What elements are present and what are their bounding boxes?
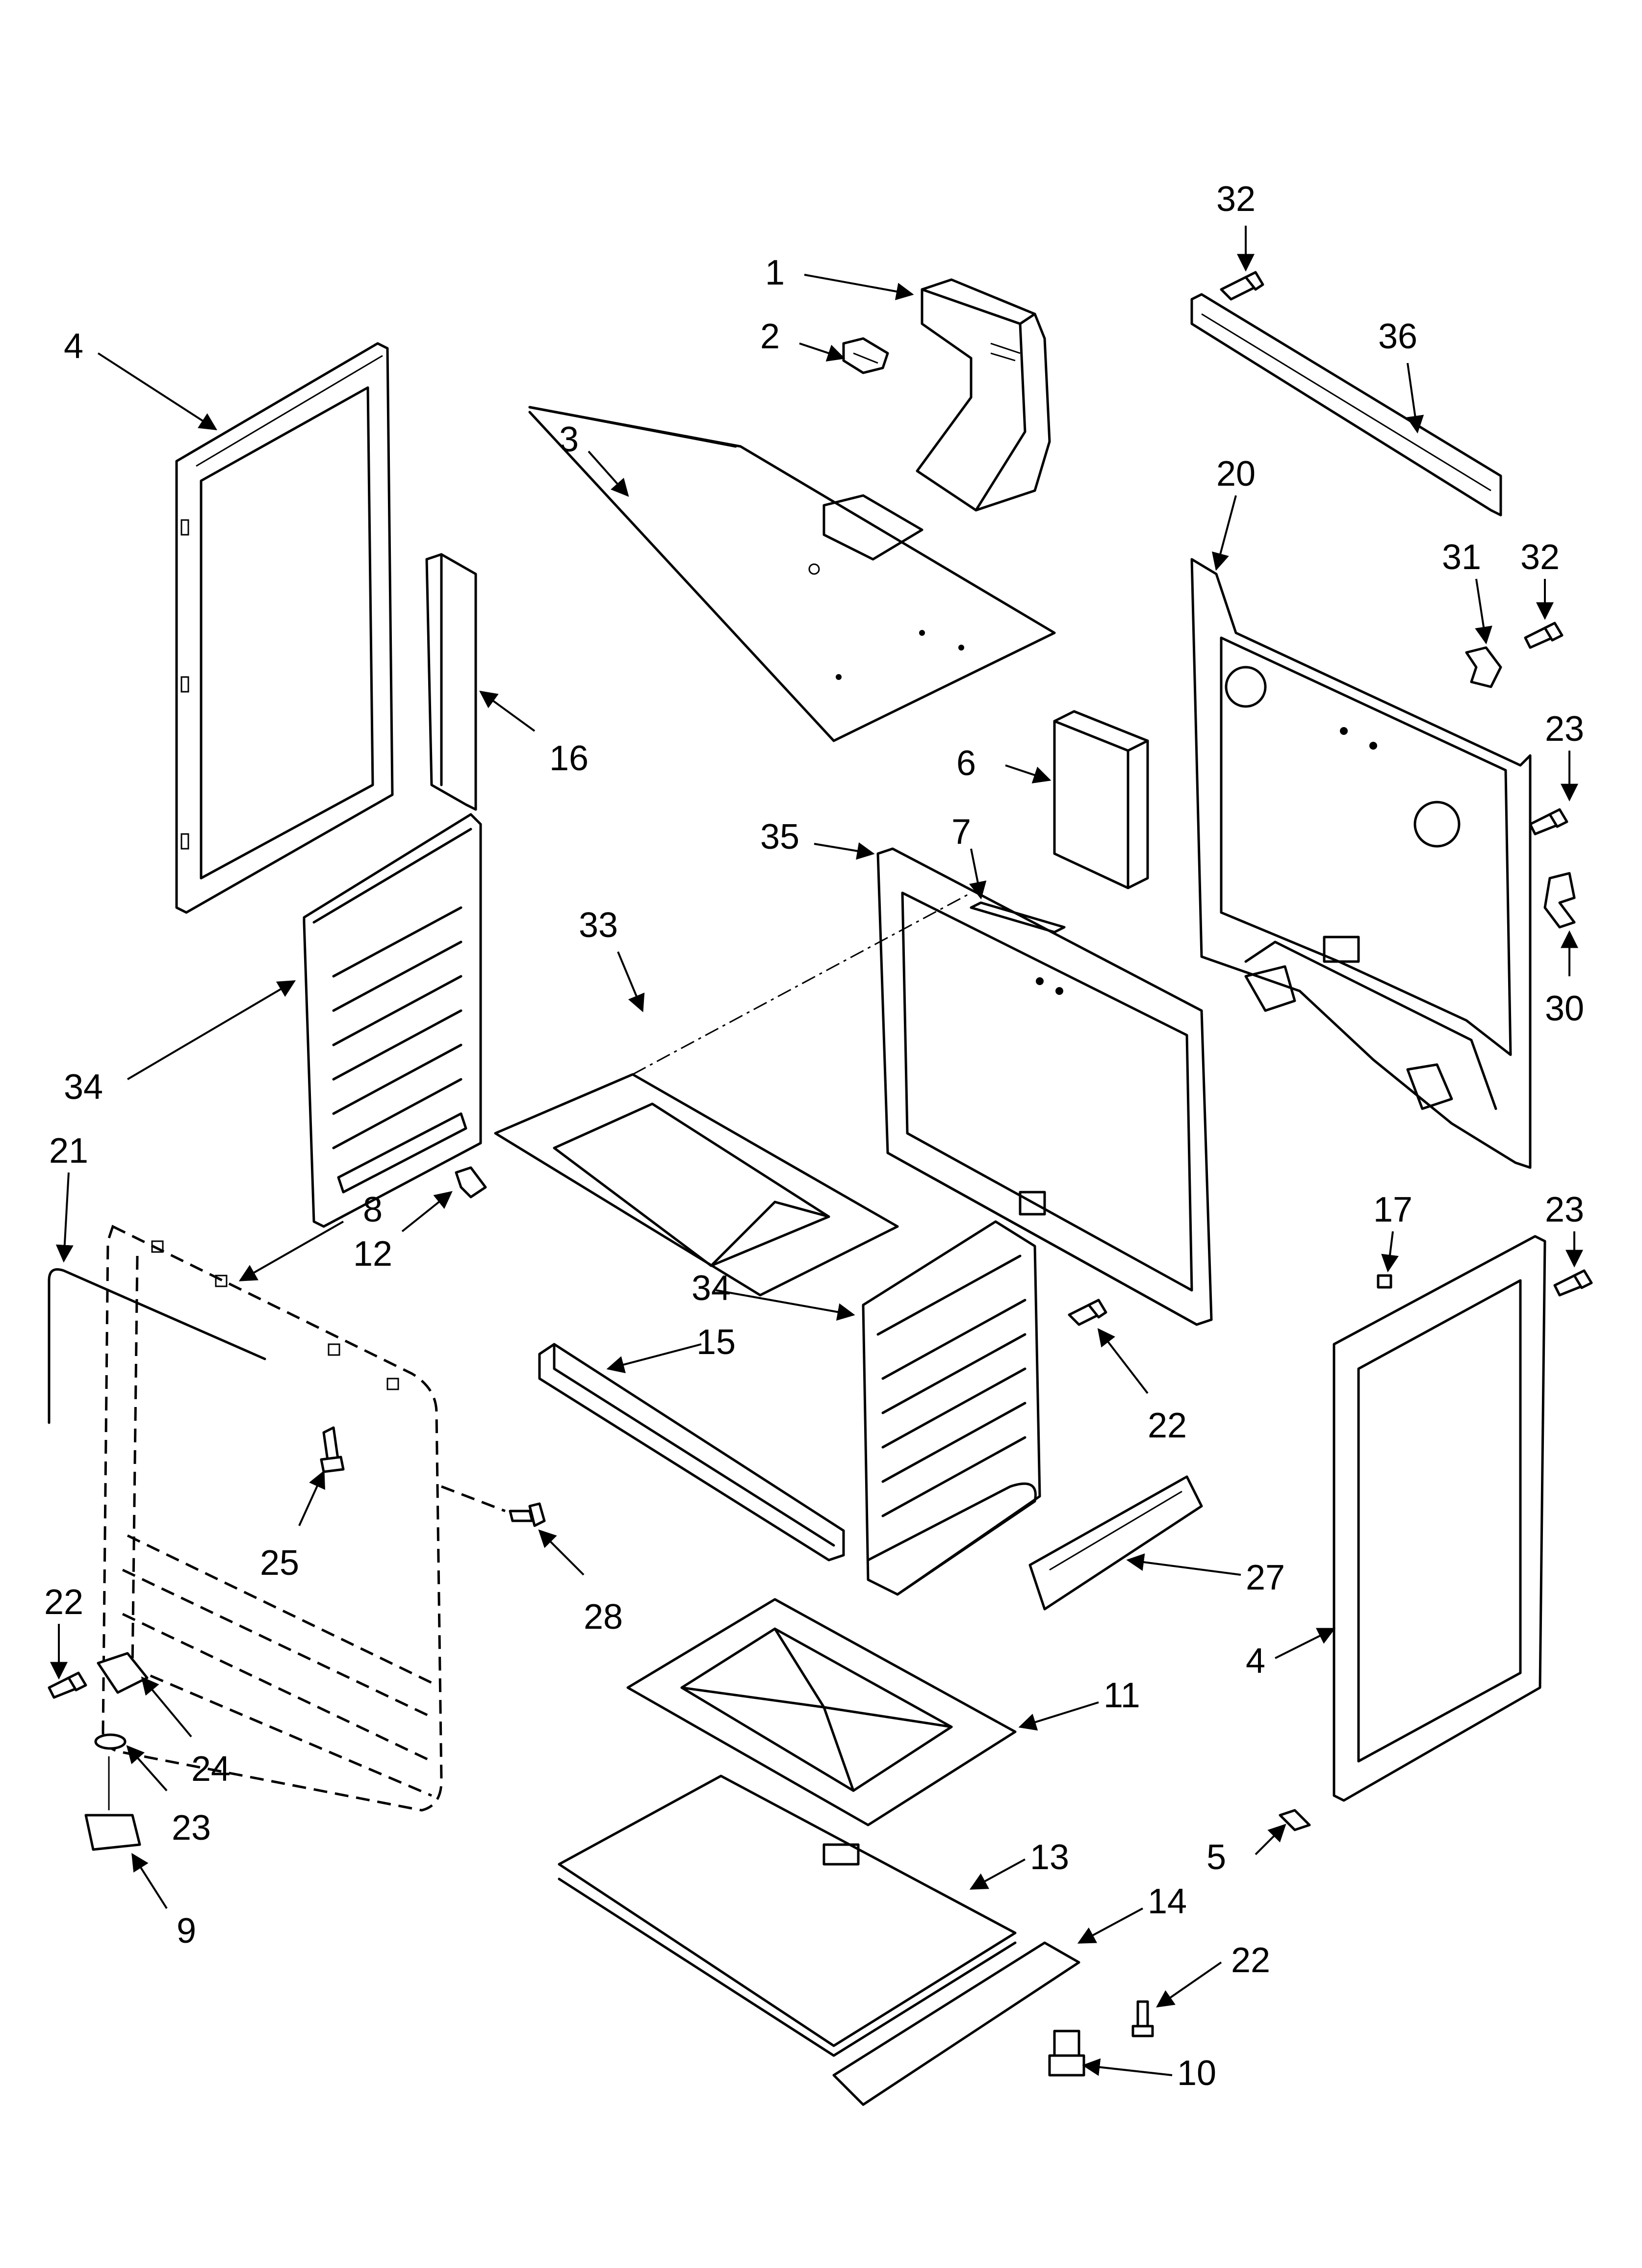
callout-12: 12 (353, 1234, 392, 1274)
callout-23-left: 23 (172, 1808, 211, 1848)
part-23-washer (94, 1733, 127, 1750)
screw-23-right (1553, 1269, 1593, 1297)
alignment-line (632, 892, 972, 1075)
part-7-strip (970, 901, 1066, 934)
part-6-insulation-block (1053, 710, 1149, 889)
callout-16: 16 (549, 739, 589, 778)
part-1-vent-duct (916, 278, 1051, 512)
callout-31: 31 (1442, 538, 1481, 577)
part-9-leveler-foot (84, 1756, 141, 1851)
part-2-clip (842, 337, 889, 374)
callout-23-upper-right: 23 (1545, 709, 1584, 749)
callout-28: 28 (584, 1597, 623, 1637)
callout-22-bottom: 22 (1231, 1941, 1270, 1980)
callout-5: 5 (1206, 1838, 1226, 1877)
callout-20: 20 (1216, 454, 1256, 494)
part-4-side-panel-left (175, 342, 394, 914)
part-33-oven-bottom (494, 1073, 899, 1297)
screw-25 (320, 1426, 345, 1473)
callout-34-left: 34 (64, 1068, 103, 1107)
callout-36: 36 (1378, 317, 1417, 356)
callout-34-right: 34 (692, 1269, 731, 1308)
callout-14: 14 (1148, 1882, 1187, 1921)
screw-32-top (1220, 271, 1264, 301)
callout-22-center: 22 (1148, 1406, 1187, 1445)
part-15-front-rail (538, 1343, 845, 1562)
part-31-clip (1465, 646, 1502, 688)
leader-lines (50, 226, 1583, 2076)
callout-7: 7 (951, 812, 971, 852)
callout-4-right: 4 (1246, 1642, 1265, 1681)
callout-labels: 1 2 3 4 4 5 6 7 8 9 10 11 12 13 14 15 16… (44, 180, 1584, 2093)
callout-10: 10 (1177, 2054, 1216, 2093)
part-12-clip (455, 1166, 487, 1199)
part-14-rail (832, 1941, 1080, 2106)
part-34-rack-support-right (862, 1220, 1041, 1596)
callout-2: 2 (760, 317, 780, 356)
screw-22-bottom (1131, 2000, 1154, 2037)
part-27-trim (1028, 1475, 1203, 1611)
screw-28-axis (441, 1485, 506, 1512)
callout-4-left: 4 (64, 327, 83, 366)
screw-22-center (1068, 1299, 1107, 1326)
part-17-fastener (1377, 1274, 1392, 1289)
callout-11: 11 (1103, 1676, 1140, 1715)
callout-21: 21 (49, 1131, 88, 1171)
part-4-side-panel-right (1333, 1235, 1546, 1802)
callout-27: 27 (1246, 1558, 1285, 1597)
screw-32-mid (1524, 622, 1564, 649)
callout-23-right: 23 (1545, 1190, 1584, 1229)
callout-22-left: 22 (44, 1583, 83, 1622)
callout-32-top: 32 (1216, 180, 1256, 219)
callout-9: 9 (177, 1911, 196, 1951)
part-16-rail (425, 553, 477, 811)
part-13-broiler-pan (558, 1774, 1017, 2057)
callout-6: 6 (956, 744, 976, 783)
part-30-bracket (1543, 872, 1576, 929)
callout-30: 30 (1545, 989, 1584, 1028)
callout-33: 33 (579, 906, 618, 945)
screw-22-left (48, 1671, 87, 1699)
callout-3: 3 (559, 420, 579, 459)
part-10-leveler (1048, 2030, 1085, 2077)
callout-35: 35 (760, 817, 799, 857)
callout-8: 8 (363, 1190, 383, 1229)
callout-17: 17 (1373, 1190, 1412, 1229)
part-36-rear-brace (1190, 293, 1502, 517)
main-frame-dashed (102, 1225, 443, 1812)
part-5-clip (1279, 1809, 1311, 1831)
part-11-burner-box (626, 1598, 1017, 1826)
part-3-top-sheet (528, 406, 1056, 742)
callout-25: 25 (260, 1543, 299, 1583)
part-21-seal (48, 1268, 266, 1424)
part-24-bracket (97, 1652, 149, 1694)
callout-15: 15 (696, 1323, 736, 1362)
callout-13: 13 (1030, 1838, 1069, 1877)
part-20-rear-panel (1190, 558, 1532, 1169)
part-35-front-frame (876, 847, 1213, 1326)
screw-28 (509, 1502, 546, 1527)
callout-1: 1 (765, 253, 785, 292)
callout-32-mid: 32 (1520, 538, 1560, 577)
callout-24: 24 (191, 1749, 231, 1789)
part-34-rack-support-left (303, 813, 482, 1228)
screw-23-upper-right (1529, 808, 1568, 835)
